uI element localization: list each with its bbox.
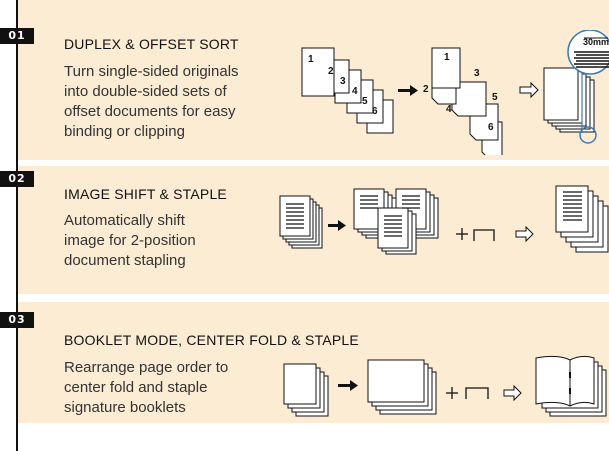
section-description: Rearrange page order to center fold and …: [64, 358, 228, 418]
page-number: 6: [372, 106, 378, 117]
folded-booklet-stack: [535, 355, 607, 417]
page-number: 2: [328, 66, 334, 77]
description-line: offset documents for easy: [64, 103, 236, 120]
booklet-source-stack: [283, 363, 329, 417]
svg-text:3: 3: [474, 68, 480, 79]
outline-arrow-icon: [503, 384, 522, 402]
offset-measure-label: 30mm: [583, 37, 609, 47]
stapled-output-stack: [555, 185, 609, 253]
section-image-shift-staple: 02 IMAGE SHIFT & STAPLE Automatically sh…: [0, 166, 609, 294]
page-number: 1: [308, 54, 314, 65]
svg-text:4: 4: [446, 104, 452, 115]
booklet-spread-stack: [367, 359, 437, 415]
booklet-illustration: [283, 355, 607, 417]
shifted-document-sets: [353, 188, 439, 255]
description-line: Automatically shift: [64, 212, 185, 229]
svg-text:1: 1: [444, 52, 450, 63]
description-line: center fold and staple: [64, 379, 208, 396]
staple-icon: [465, 387, 489, 399]
section-title: IMAGE SHIFT & STAPLE: [64, 186, 227, 202]
plus-icon: [446, 387, 458, 399]
detail-circle: [579, 126, 597, 144]
description-line: signature booklets: [64, 399, 186, 416]
image-shift-illustration: [279, 185, 609, 255]
svg-text:2: 2: [423, 84, 429, 95]
duplex-offset-illustration: 1 2 3 4 5 6 1 2 3 4 5 6: [301, 30, 609, 155]
description-line: binding or clipping: [64, 123, 185, 140]
description-line: Turn single-sided originals: [64, 63, 239, 80]
arrow-right-icon: [398, 85, 418, 96]
offset-output-stack: [543, 67, 595, 133]
section-description: Automatically shift image for 2-position…: [64, 211, 196, 271]
svg-text:5: 5: [492, 92, 498, 103]
page-number: 5: [362, 96, 368, 107]
section-number-badge: 01: [0, 28, 34, 44]
plus-icon: [456, 228, 468, 240]
description-line: document stapling: [64, 252, 186, 269]
description-line: into double-sided sets of: [64, 83, 227, 100]
section-booklet-mode: 03 BOOKLET MODE, CENTER FOLD & STAPLE Re…: [0, 302, 609, 423]
section-number-badge: 03: [0, 312, 34, 328]
svg-text:6: 6: [488, 122, 494, 133]
section-description: Turn single-sided originals into double-…: [64, 62, 239, 142]
staple-icon: [473, 229, 495, 241]
arrow-right-icon: [328, 220, 346, 231]
outline-arrow-icon: [515, 225, 534, 243]
vertical-rule: [16, 0, 18, 451]
section-number-badge: 02: [0, 171, 34, 187]
section-title: BOOKLET MODE, CENTER FOLD & STAPLE: [64, 332, 359, 348]
description-line: image for 2-position: [64, 232, 196, 249]
arrow-right-icon: [338, 380, 358, 391]
section-duplex-offset-sort: 01 DUPLEX & OFFSET SORT Turn single-side…: [0, 0, 609, 160]
duplex-pages-stack: [431, 47, 503, 155]
original-pages-stack: [301, 47, 394, 134]
section-title: DUPLEX & OFFSET SORT: [64, 36, 239, 52]
page-number: 3: [340, 76, 346, 87]
description-line: Rearrange page order to: [64, 359, 229, 376]
page-number: 4: [352, 86, 358, 97]
outline-arrow-icon: [519, 81, 539, 99]
